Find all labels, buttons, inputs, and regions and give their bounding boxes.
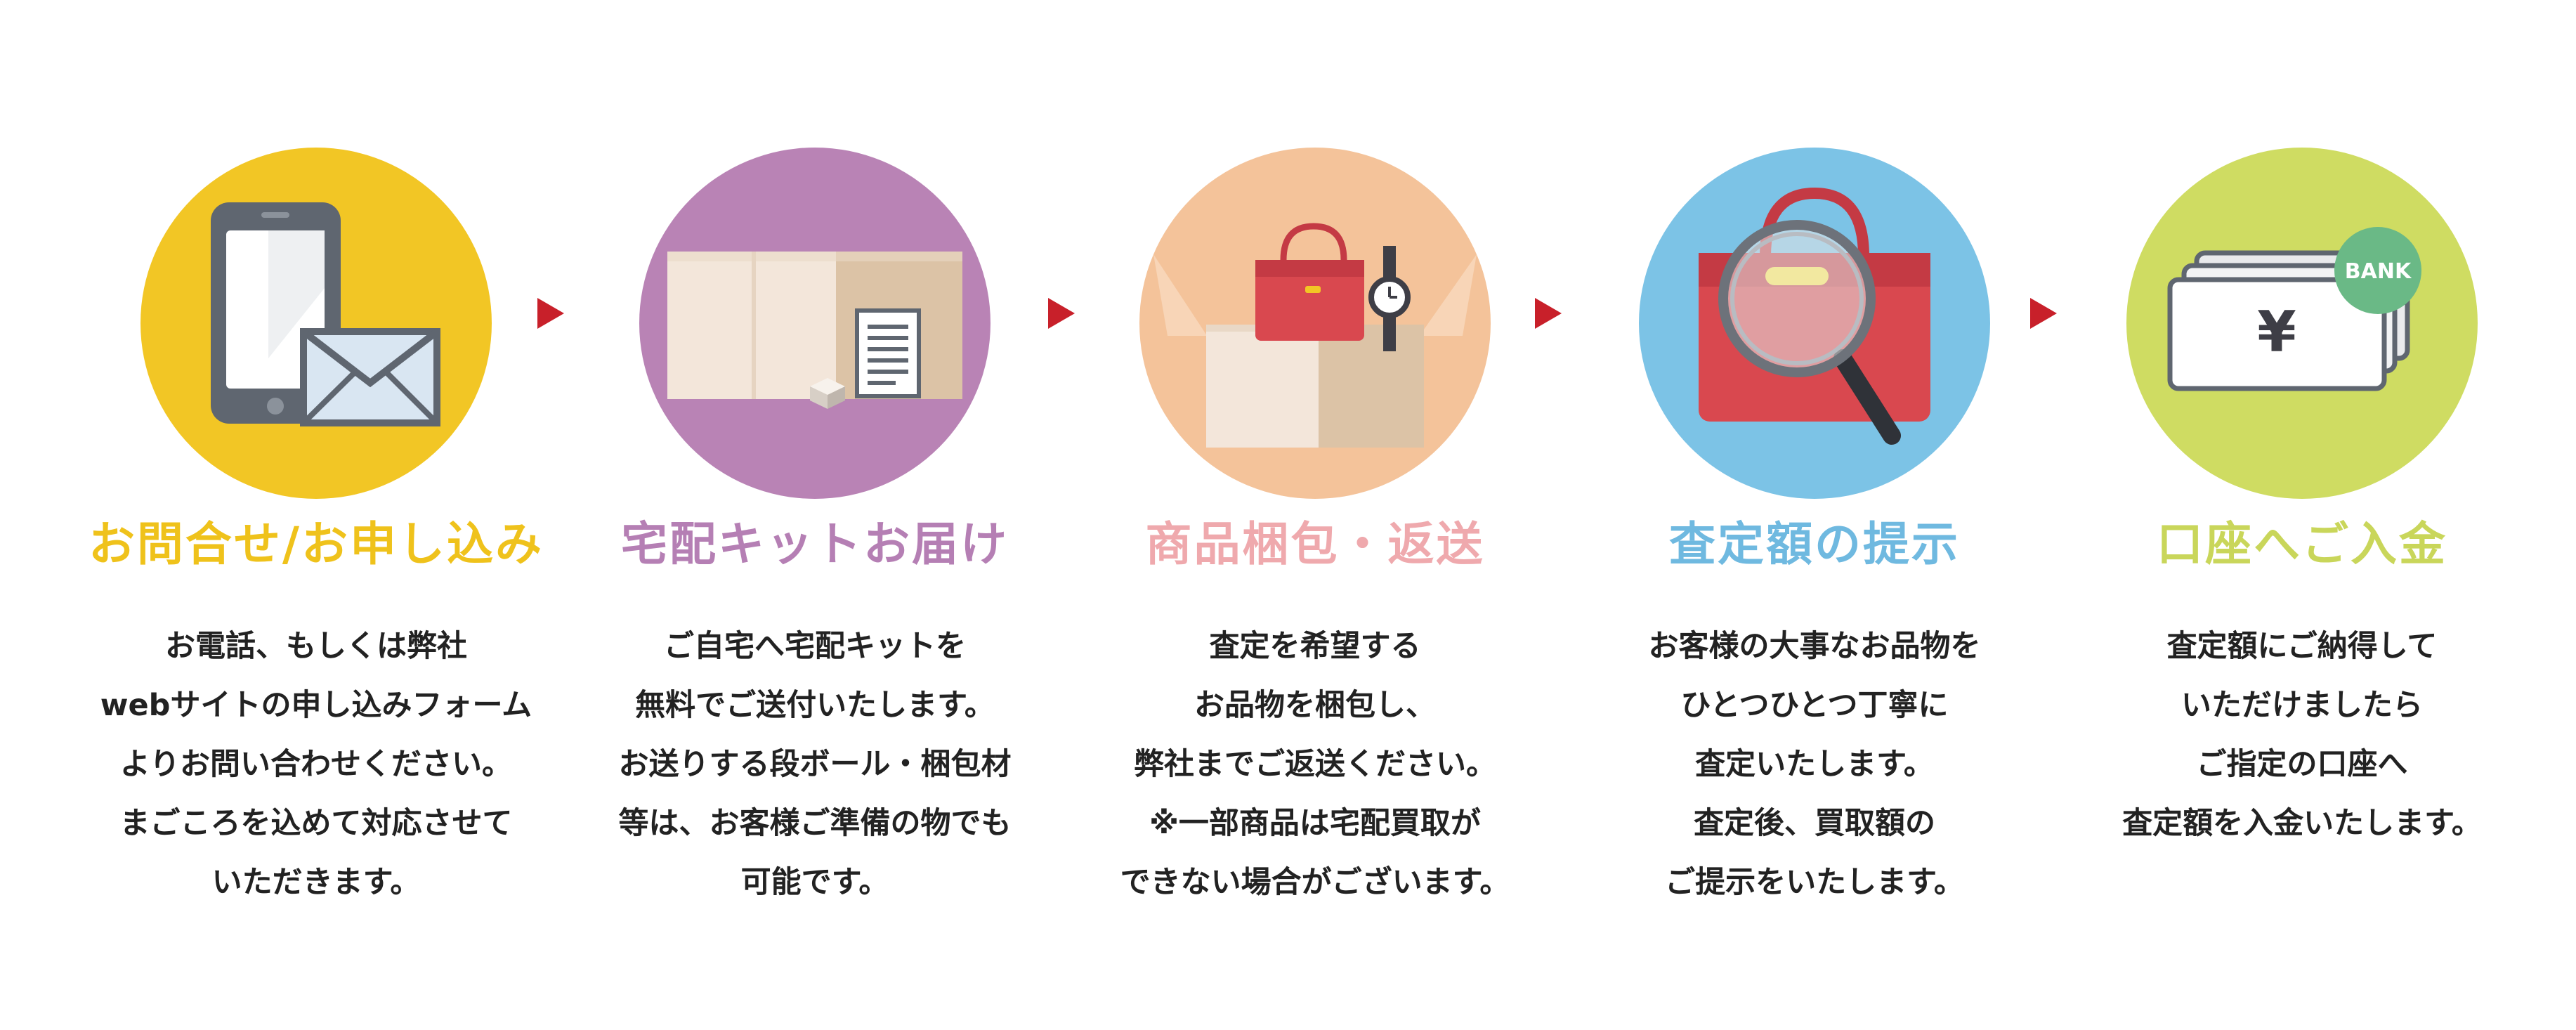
step-description: お客様の大事なお品物を ひとつひとつ丁寧に 査定いたします。 査定後、買取額の …	[1548, 617, 2081, 912]
description-line: お客様の大事なお品物を	[1648, 629, 1981, 664]
step-title: 査定額の提示	[1669, 517, 1960, 571]
envelope-icon	[300, 328, 440, 426]
description-line: いただきます。	[211, 865, 421, 900]
description-line: お電話、もしくは弊社	[165, 629, 467, 664]
description-line: ご自宅へ宅配キットを	[664, 629, 966, 664]
handbag-icon	[1255, 223, 1364, 341]
step-description: お電話、もしくは弊社 webサイトの申し込みフォーム よりお問い合わせください。…	[49, 617, 583, 912]
step-circle: ¥ BANK	[2126, 148, 2478, 499]
description-line: 査定を希望する	[1209, 629, 1421, 664]
description-line: ひとつひとつ丁寧に	[1680, 688, 1949, 723]
description-line: よりお問い合わせください。	[119, 747, 513, 782]
triangle-right-icon	[1535, 298, 1562, 329]
description-line: 等は、お客様ご準備の物でも	[618, 806, 1012, 841]
description-line: 査定額にご納得して	[2166, 629, 2438, 664]
document-icon	[855, 308, 921, 398]
step-circle	[140, 148, 492, 499]
step-title: 口座へご入金	[2157, 517, 2447, 571]
open-box-icon	[1153, 254, 1477, 448]
step-packing-return: 商品梱包・返送 査定を希望する お品物を梱包し、 弊社までご返送ください。 ※一…	[1048, 0, 1582, 1030]
step-title: お問合せ/お申し込み	[88, 517, 544, 571]
description-line: 査定いたします。	[1695, 747, 1934, 782]
description-line: ご提示をいたします。	[1665, 865, 1964, 900]
description-line: 無料でご送付いたします。	[635, 688, 995, 723]
wristwatch-icon	[1368, 246, 1411, 351]
step-title: 宅配キットお届け	[621, 517, 1009, 571]
description-line: いただけましたら	[2181, 688, 2423, 723]
description-line: お送りする段ボール・梱包材	[618, 747, 1012, 782]
step-circle	[1639, 148, 1990, 499]
step-appraisal: 査定額の提示 お客様の大事なお品物を ひとつひとつ丁寧に 査定いたします。 査定…	[1548, 0, 2081, 1030]
description-line: ※一部商品は宅配買取が	[1149, 806, 1481, 841]
step-title: 商品梱包・返送	[1145, 517, 1485, 571]
step-kit-delivery: 宅配キットお届け ご自宅へ宅配キットを 無料でご送付いたします。 お送りする段ボ…	[548, 0, 1082, 1030]
triangle-right-icon	[1048, 298, 1075, 329]
triangle-right-icon	[2030, 298, 2057, 329]
step-inquiry: お問合せ/お申し込み お電話、もしくは弊社 webサイトの申し込みフォーム より…	[49, 0, 583, 1030]
description-line: ご指定の口座へ	[2196, 747, 2408, 782]
step-description: ご自宅へ宅配キットを 無料でご送付いたします。 お送りする段ボール・梱包材 等は…	[548, 617, 1082, 912]
description-line: 可能です。	[740, 865, 889, 900]
step-circle	[639, 148, 990, 499]
triangle-right-icon	[537, 298, 564, 329]
description-line: 弊社までご返送ください。	[1134, 747, 1496, 782]
description-line: お品物を梱包し、	[1194, 688, 1436, 723]
bank-badge-label: BANK	[2345, 259, 2412, 284]
currency-label: ¥	[2257, 299, 2296, 365]
step-payment: ¥ BANK 口座へご入金 査定額にご納得して いただけましたら ご指定の口座へ…	[2035, 0, 2569, 1030]
step-description: 査定額にご納得して いただけましたら ご指定の口座へ 査定額を入金いたします。	[2035, 617, 2569, 853]
step-circle	[1139, 148, 1491, 499]
description-line: まごころを込めて対応させて	[119, 806, 513, 841]
description-line: 査定額を入金いたします。	[2122, 806, 2482, 841]
description-line: 査定後、買取額の	[1694, 806, 1935, 841]
description-line: できない場合がございます。	[1120, 865, 1510, 900]
magnifier-icon	[1718, 220, 1901, 445]
description-line: webサイトの申し込みフォーム	[100, 688, 532, 723]
step-description: 査定を希望する お品物を梱包し、 弊社までご返送ください。 ※一部商品は宅配買取…	[1048, 617, 1582, 912]
bank-badge-icon: BANK	[2334, 227, 2421, 314]
